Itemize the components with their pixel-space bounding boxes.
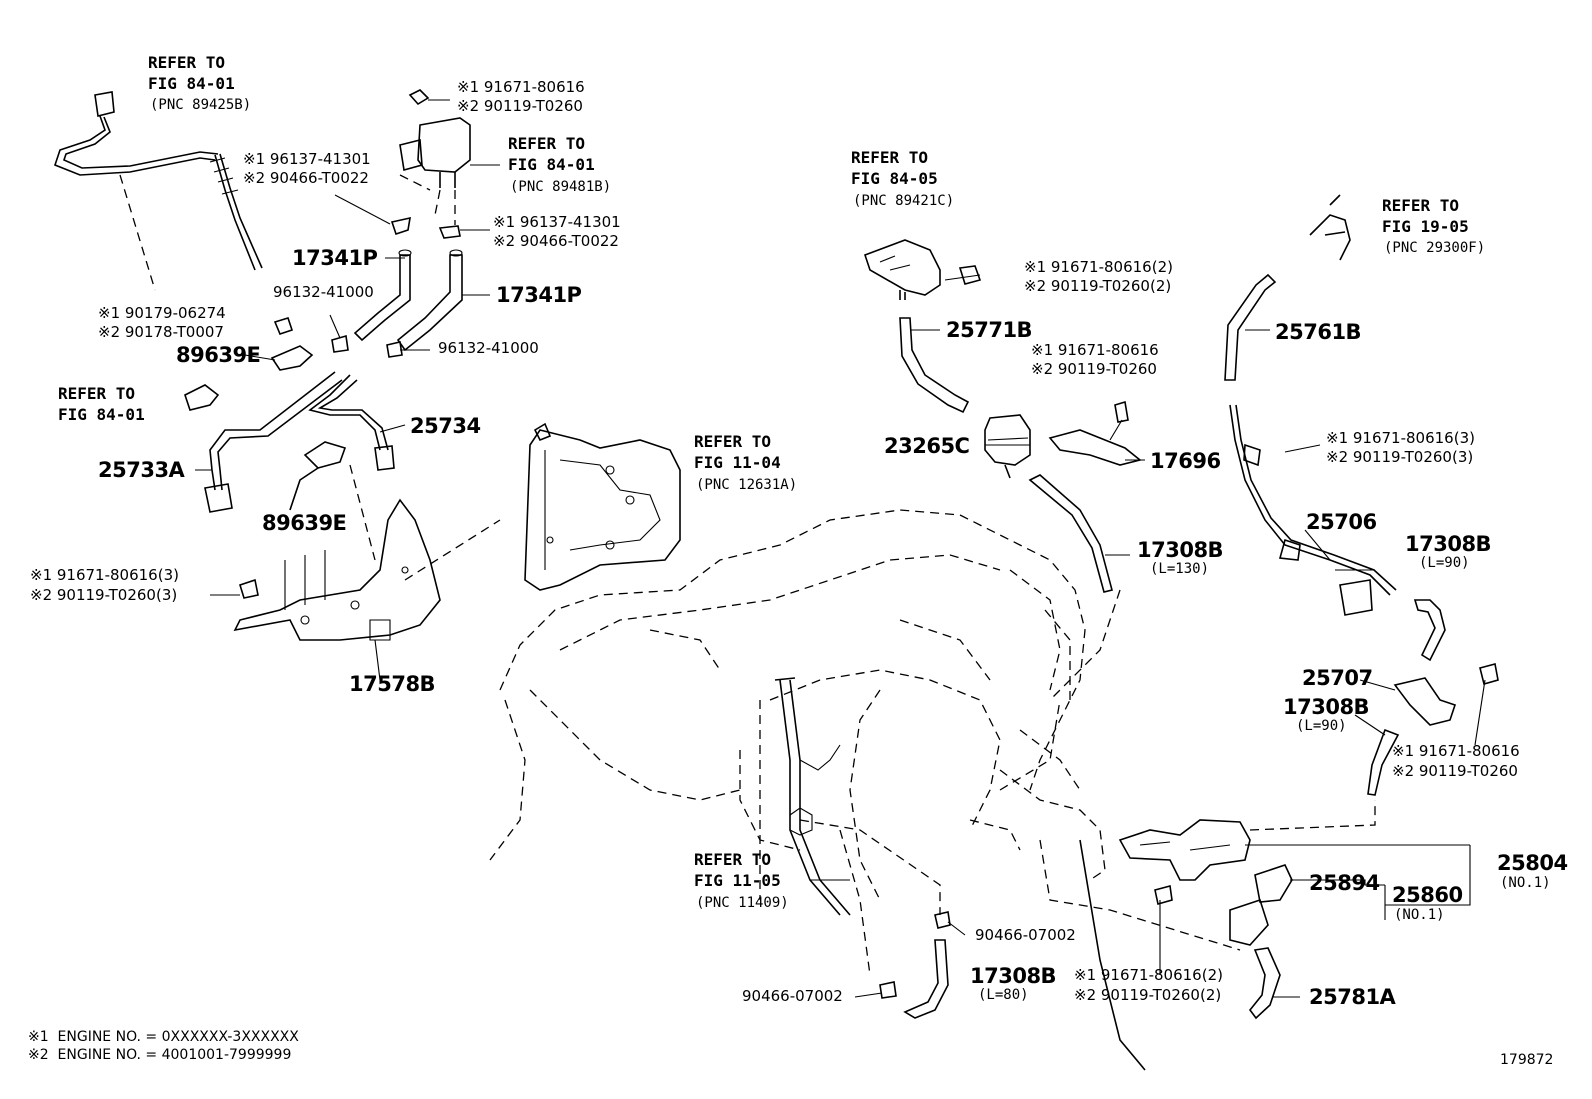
hose-17308b-90-lower bbox=[1367, 728, 1400, 796]
part-17308b-d: 17308B bbox=[970, 964, 1057, 988]
refer-19-05-l2: FIG 19-05 bbox=[1382, 217, 1469, 236]
refer-11-05-l2: FIG 11-05 bbox=[694, 871, 781, 890]
part-17578b: 17578B bbox=[349, 672, 436, 696]
refer-84-01-b-l2: FIG 84-01 bbox=[508, 155, 595, 174]
legend-line-2: ※2 ENGINE NO. = 4001001-7999999 bbox=[28, 1047, 292, 1063]
part-90466-a: 90466-07002 bbox=[975, 926, 1076, 944]
part-17341p-a: 17341P bbox=[292, 246, 378, 270]
leader-lines bbox=[195, 99, 1486, 998]
refer-11-05-l3: (PNC 11409) bbox=[696, 895, 789, 911]
connector-lines bbox=[119, 174, 1376, 1071]
part-96132-a: 96132-41000 bbox=[273, 283, 374, 301]
alt-10-1: ※1 91671-80616(2) bbox=[1074, 966, 1223, 984]
refer-19-05-l3: (PNC 29300F) bbox=[1384, 240, 1486, 256]
alt-4-2: ※2 90178-T0007 bbox=[98, 323, 224, 341]
pipes-25733a-25734 bbox=[184, 371, 395, 513]
part-25707: 25707 bbox=[1302, 666, 1373, 690]
hose-17308b-90-right bbox=[1413, 599, 1446, 662]
refer-84-01-a-l3: (PNC 89425B) bbox=[150, 97, 252, 113]
no1-a: (NO.1) bbox=[1500, 875, 1551, 891]
alt-1-2: ※2 90119-T0260 bbox=[457, 97, 583, 115]
alt-9-1: ※1 91671-80616 bbox=[1392, 742, 1520, 760]
refer-84-01-b-l1: REFER TO bbox=[508, 134, 586, 153]
len-l90-a: (L=90) bbox=[1419, 555, 1470, 571]
diagram-id: 179872 bbox=[1500, 1052, 1554, 1068]
part-25706: 25706 bbox=[1306, 510, 1377, 534]
refer-11-05-l1: REFER TO bbox=[694, 850, 772, 869]
part-96132-b: 96132-41000 bbox=[438, 339, 539, 357]
alt-5-1: ※1 91671-80616(3) bbox=[30, 566, 179, 584]
hose-17308b-130 bbox=[1028, 474, 1113, 593]
part-25781a: 25781A bbox=[1309, 985, 1396, 1009]
engine-outline bbox=[489, 509, 1106, 901]
legend-line-1: ※1 ENGINE NO. = 0XXXXXX-3XXXXXX bbox=[28, 1029, 299, 1045]
len-l80: (L=80) bbox=[978, 987, 1029, 1003]
vsv-assembly-25804 bbox=[1118, 819, 1293, 1020]
dipstick-guide bbox=[774, 677, 851, 916]
refer-11-04-l3: (PNC 12631A) bbox=[696, 477, 798, 493]
part-17308b-c: 17308B bbox=[1283, 695, 1370, 719]
refer-84-01-a-l1: REFER TO bbox=[148, 53, 226, 72]
refer-84-01-c-l1: REFER TO bbox=[58, 384, 136, 403]
alt-8-1: ※1 91671-80616(3) bbox=[1326, 429, 1475, 447]
part-17308b-b: 17308B bbox=[1405, 532, 1492, 556]
alt-3-1: ※1 96137-41301 bbox=[493, 213, 621, 231]
vsv-upper bbox=[399, 89, 471, 225]
refer-11-04-l2: FIG 11-04 bbox=[694, 453, 781, 472]
alt-2-2: ※2 90466-T0022 bbox=[243, 169, 369, 187]
len-l90-b: (L=90) bbox=[1296, 718, 1347, 734]
refer-84-01-a-l2: FIG 84-01 bbox=[148, 74, 235, 93]
alt-3-2: ※2 90466-T0022 bbox=[493, 232, 619, 250]
clip-upper bbox=[270, 317, 314, 371]
part-25804: 25804 bbox=[1497, 851, 1568, 875]
part-89639e-a: 89639E bbox=[176, 343, 261, 367]
no1-b: (NO.1) bbox=[1394, 907, 1445, 923]
clip-lower bbox=[289, 441, 347, 511]
alt-8-2: ※2 90119-T0260(3) bbox=[1326, 448, 1474, 466]
hose-25771b bbox=[899, 317, 970, 414]
part-17341p-b: 17341P bbox=[496, 283, 582, 307]
part-25894: 25894 bbox=[1309, 871, 1380, 895]
bracket-17578b bbox=[233, 498, 441, 641]
alt-1-1: ※1 91671-80616 bbox=[457, 78, 585, 96]
vacuum-filter-23265c bbox=[984, 400, 1142, 479]
bracket-25707 bbox=[1393, 663, 1499, 726]
part-25733a: 25733A bbox=[98, 458, 185, 482]
refer-84-01-c-l2: FIG 84-01 bbox=[58, 405, 145, 424]
alt-2-1: ※1 96137-41301 bbox=[243, 150, 371, 168]
part-17696: 17696 bbox=[1150, 449, 1221, 473]
alt-9-2: ※2 90119-T0260 bbox=[1392, 762, 1518, 780]
part-17308b-a: 17308B bbox=[1137, 538, 1224, 562]
alt-6-1: ※1 91671-80616(2) bbox=[1024, 258, 1173, 276]
refer-84-05-l2: FIG 84-05 bbox=[851, 169, 938, 188]
alt-10-2: ※2 90119-T0260(2) bbox=[1074, 986, 1222, 1004]
hoses-17341p bbox=[331, 216, 463, 358]
alt-7-2: ※2 90119-T0260 bbox=[1031, 360, 1157, 378]
alt-5-2: ※2 90119-T0260(3) bbox=[30, 586, 178, 604]
refer-19-05-l1: REFER TO bbox=[1382, 196, 1460, 215]
refer-84-01-b-l3: (PNC 89481B) bbox=[510, 179, 612, 195]
part-25771b: 25771B bbox=[946, 318, 1033, 342]
alt-6-2: ※2 90119-T0260(2) bbox=[1024, 277, 1172, 295]
refer-11-04-l1: REFER TO bbox=[694, 432, 772, 451]
oxygen-sensor-upper bbox=[54, 91, 263, 271]
hose-17308b-80 bbox=[879, 911, 951, 1019]
part-23265c: 23265C bbox=[884, 434, 970, 458]
hose-25761b bbox=[1224, 194, 1351, 381]
len-l130: (L=130) bbox=[1150, 561, 1210, 577]
refer-84-05-l3: (PNC 89421C) bbox=[853, 193, 955, 209]
part-25761b: 25761B bbox=[1275, 320, 1362, 344]
part-25860: 25860 bbox=[1392, 883, 1463, 907]
refer-84-05-l1: REFER TO bbox=[851, 148, 929, 167]
alt-4-1: ※1 90179-06274 bbox=[98, 304, 226, 322]
part-25734: 25734 bbox=[410, 414, 481, 438]
part-89639e-b: 89639E bbox=[262, 511, 347, 535]
bracket-top-center bbox=[524, 422, 681, 591]
pipe-25706 bbox=[1229, 404, 1397, 616]
sensor-84-05 bbox=[863, 239, 982, 300]
part-90466-b: 90466-07002 bbox=[742, 987, 843, 1005]
alt-7-1: ※1 91671-80616 bbox=[1031, 341, 1159, 359]
